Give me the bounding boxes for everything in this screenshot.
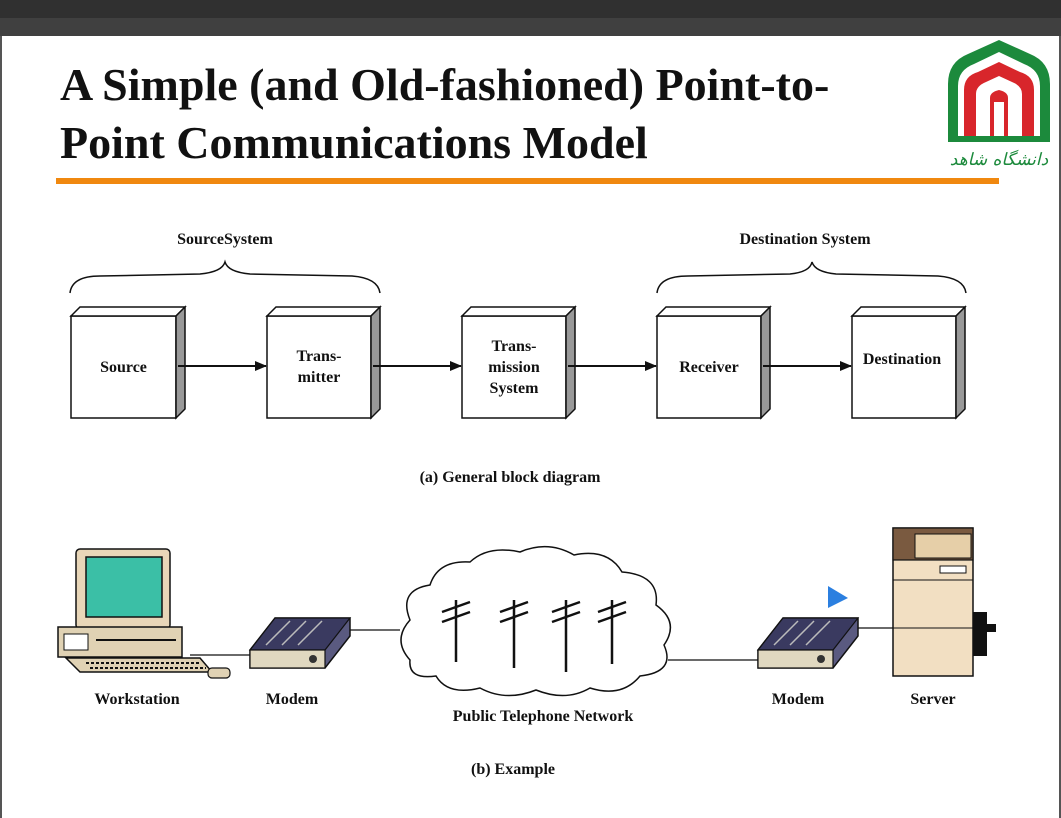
server-label: Server — [910, 691, 956, 708]
slide-title-line-1: A Simple (and Old-fashioned) Point-to- — [60, 59, 830, 110]
top-bar-inner — [0, 0, 1061, 18]
modem-right-icon — [756, 617, 860, 669]
destination-system-label: Destination System — [739, 231, 871, 248]
block-receiver-label: Receiver — [679, 358, 739, 376]
diagram-a-caption: (a) General block diagram — [419, 469, 601, 486]
telephone-network-cloud — [400, 546, 672, 697]
workstation-label: Workstation — [94, 691, 180, 708]
modem-right-label: Modem — [771, 691, 825, 708]
block-destination-label: Destination — [862, 350, 942, 368]
telephone-poles-icon — [441, 600, 627, 672]
block-source-label: Source — [100, 358, 147, 376]
modem-left-label: Modem — [265, 691, 319, 708]
slide-title-line-2: Point Communications Model — [60, 117, 648, 168]
source-system-label: SourceSystem — [177, 231, 273, 248]
modem-left-icon — [248, 617, 352, 669]
server-icon — [892, 527, 996, 677]
pointer-cursor-icon — [828, 586, 848, 608]
university-logo — [948, 40, 1050, 142]
source-system-brace — [69, 259, 381, 294]
destination-system-brace — [656, 261, 967, 294]
diagram-b-caption: (b) Example — [471, 761, 555, 778]
workstation-icon — [57, 548, 231, 679]
title-underline — [56, 178, 999, 184]
logo-red-frame — [964, 62, 1034, 136]
frame-left-edge — [0, 36, 2, 818]
top-bar — [0, 0, 1061, 36]
block-transmission-system-label: Trans- mission System — [488, 337, 540, 397]
logo-text: دانشگاه شاهد — [949, 150, 1049, 170]
slide-title: A Simple (and Old-fashioned) Point-to- P… — [60, 56, 950, 172]
frame-right-edge — [1059, 36, 1061, 818]
block-transmitter-label: Trans- mitter — [296, 348, 342, 386]
network-label: Public Telephone Network — [452, 708, 634, 725]
logo-white-gap — [994, 102, 1004, 136]
